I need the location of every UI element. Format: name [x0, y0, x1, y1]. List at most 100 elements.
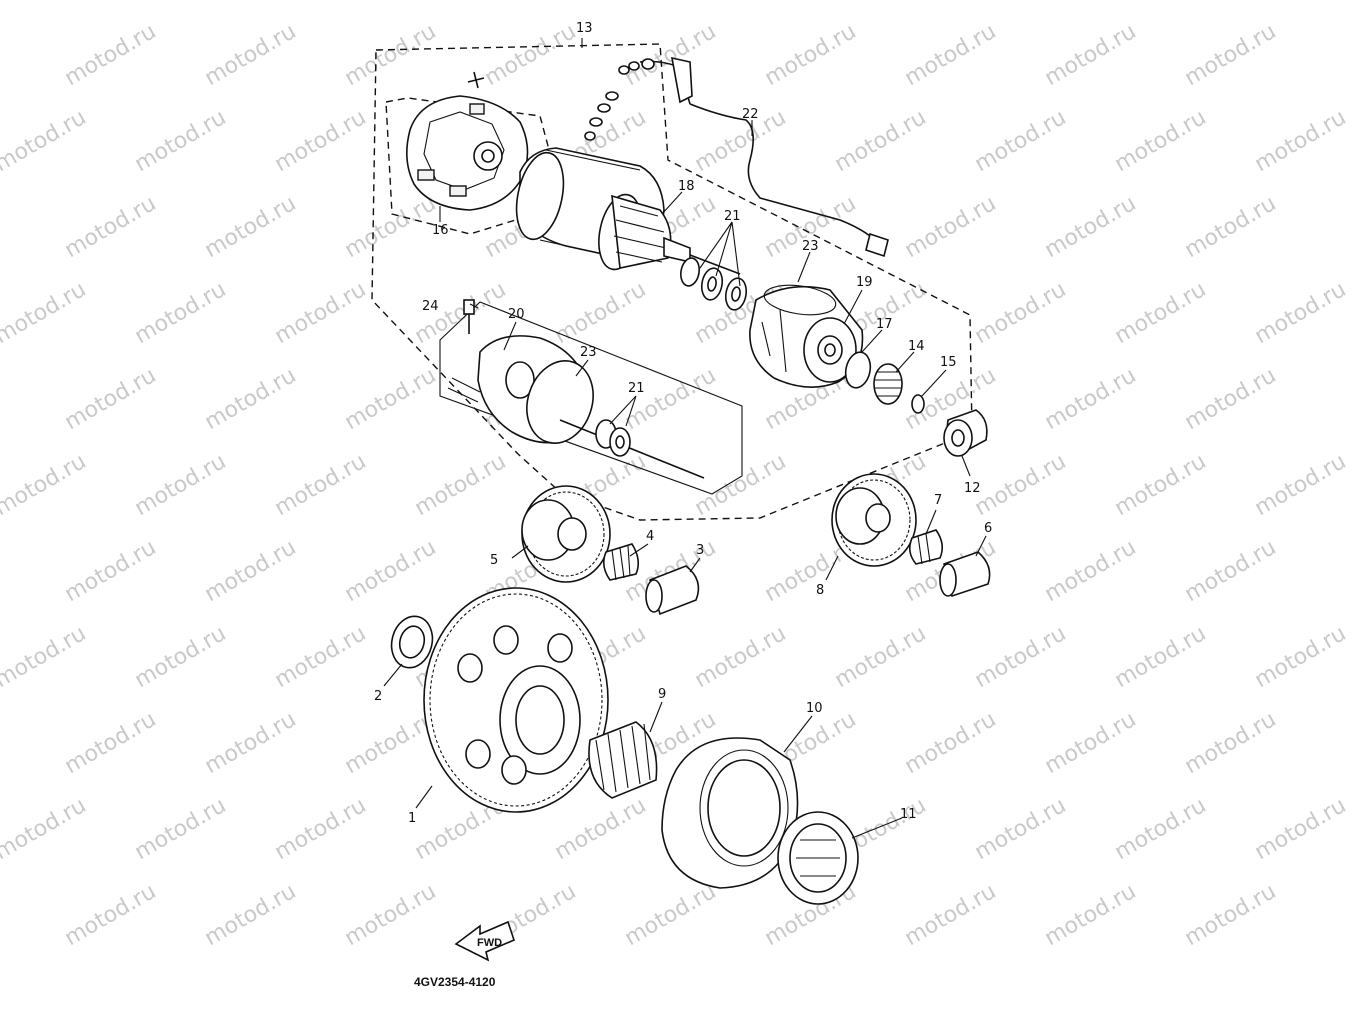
- fwd-arrow: FWD: [454, 920, 515, 962]
- watermark-text: motod.ru: [271, 105, 371, 177]
- watermark-text: motod.ru: [691, 621, 791, 693]
- watermark-text: motod.ru: [621, 879, 721, 951]
- watermark-text: motod.ru: [1181, 191, 1281, 263]
- callout-23-upper: 23: [802, 239, 819, 254]
- watermark-text: motod.ru: [0, 793, 90, 865]
- callout-7: 7: [934, 493, 942, 508]
- watermark-text: motod.ru: [61, 535, 161, 607]
- watermark-text: motod.ru: [271, 793, 371, 865]
- lead-wire: [639, 56, 889, 258]
- watermark-text: motod.ru: [1181, 535, 1281, 607]
- callout-19: 19: [856, 275, 873, 290]
- callout-3: 3: [696, 543, 704, 558]
- front-cover: [749, 284, 864, 388]
- watermark-text: motod.ru: [61, 363, 161, 435]
- callout-21-lower: 21: [628, 381, 645, 396]
- watermark-text: motod.ru: [61, 707, 161, 779]
- watermark-text: motod.ru: [0, 105, 90, 177]
- watermark-text: motod.ru: [1181, 363, 1281, 435]
- watermark-text: motod.ru: [1251, 0, 1351, 5]
- watermark-text: motod.ru: [201, 535, 301, 607]
- watermark-text: motod.ru: [1111, 793, 1211, 865]
- watermark-text: motod.ru: [1251, 621, 1351, 693]
- callout-11: 11: [900, 807, 917, 822]
- idler-gear-5: [521, 485, 611, 583]
- watermark-text: motod.ru: [341, 363, 441, 435]
- watermark-text: motod.ru: [131, 277, 231, 349]
- watermark-text: motod.ru: [271, 277, 371, 349]
- screw-24: [463, 299, 475, 334]
- watermark-text: motod.ru: [971, 277, 1071, 349]
- watermark-text: motod.ru: [61, 879, 161, 951]
- watermark-text: motod.ru: [971, 105, 1071, 177]
- watermark-text: motod.ru: [901, 19, 1001, 91]
- watermark-text: motod.ru: [341, 191, 441, 263]
- watermark-text: motod.ru: [1251, 277, 1351, 349]
- callout-24: 24: [422, 299, 439, 314]
- watermark-text: motod.ru: [621, 19, 721, 91]
- brush-holder: [406, 71, 529, 211]
- watermark-text: motod.ru: [341, 879, 441, 951]
- callout-2: 2: [374, 689, 382, 704]
- watermark-text: motod.ru: [901, 879, 1001, 951]
- callout-8: 8: [816, 583, 824, 598]
- callout-10: 10: [806, 701, 823, 716]
- watermark-text: motod.ru: [0, 621, 90, 693]
- callout-12: 12: [964, 481, 981, 496]
- watermark-text: motod.ru: [201, 363, 301, 435]
- through-bolt: [559, 419, 705, 479]
- callout-23-lower: 23: [580, 345, 597, 360]
- watermark-text: motod.ru: [1181, 19, 1281, 91]
- watermark-text: motod.ru: [271, 0, 371, 5]
- watermark-text: motod.ru: [131, 105, 231, 177]
- starter-wheel-gear: [423, 587, 609, 813]
- callout-18: 18: [678, 179, 695, 194]
- watermark-text: motod.ru: [341, 19, 441, 91]
- watermark-text: motod.ru: [201, 19, 301, 91]
- watermark-text: motod.ru: [1251, 105, 1351, 177]
- watermark-text: motod.ru: [1041, 879, 1141, 951]
- callout-16: 16: [432, 223, 449, 238]
- fwd-label: FWD: [477, 937, 502, 949]
- watermark-text: motod.ru: [1041, 363, 1141, 435]
- callout-20: 20: [508, 307, 525, 322]
- watermark-text: motod.ru: [831, 105, 931, 177]
- idler-gear-8: [831, 473, 917, 567]
- watermark-text: motod.ru: [831, 0, 931, 5]
- callout-15: 15: [940, 355, 957, 370]
- watermark-text: motod.ru: [1111, 0, 1211, 5]
- watermark-text: motod.ru: [341, 535, 441, 607]
- callout-6: 6: [984, 521, 992, 536]
- watermark-text: motod.ru: [1251, 793, 1351, 865]
- washer-2: [390, 615, 434, 669]
- watermark-text: motod.ru: [271, 449, 371, 521]
- watermark-text: motod.ru: [1251, 449, 1351, 521]
- bearing-11: [777, 811, 859, 905]
- watermark-text: motod.ru: [1111, 277, 1211, 349]
- watermark-text: motod.ru: [691, 0, 791, 5]
- watermark-text: motod.ru: [901, 191, 1001, 263]
- watermark-text: motod.ru: [0, 449, 90, 521]
- watermark-text: motod.ru: [1181, 707, 1281, 779]
- washers-upper: [680, 257, 748, 311]
- watermark-text: motod.ru: [691, 105, 791, 177]
- washers-lower: [595, 419, 631, 457]
- watermark-text: motod.ru: [481, 19, 581, 91]
- callout-13: 13: [576, 21, 593, 36]
- watermark-text: motod.ru: [411, 449, 511, 521]
- watermark-text: motod.ru: [971, 621, 1071, 693]
- terminal-hardware: [584, 58, 655, 141]
- watermark-text: motod.ru: [1041, 535, 1141, 607]
- pinion-gear: [873, 363, 903, 405]
- watermark-text: motod.ru: [761, 19, 861, 91]
- needle-bearing-7: [908, 529, 944, 565]
- callout-1: 1: [408, 811, 416, 826]
- watermark-text: motod.ru: [1111, 449, 1211, 521]
- callout-4: 4: [646, 529, 654, 544]
- watermark-text: motod.ru: [901, 707, 1001, 779]
- o-ring-lower: [526, 360, 594, 444]
- drawing-code: 4GV2354-4120: [414, 975, 496, 989]
- watermark-text: motod.ru: [0, 277, 90, 349]
- callout-17: 17: [876, 317, 893, 332]
